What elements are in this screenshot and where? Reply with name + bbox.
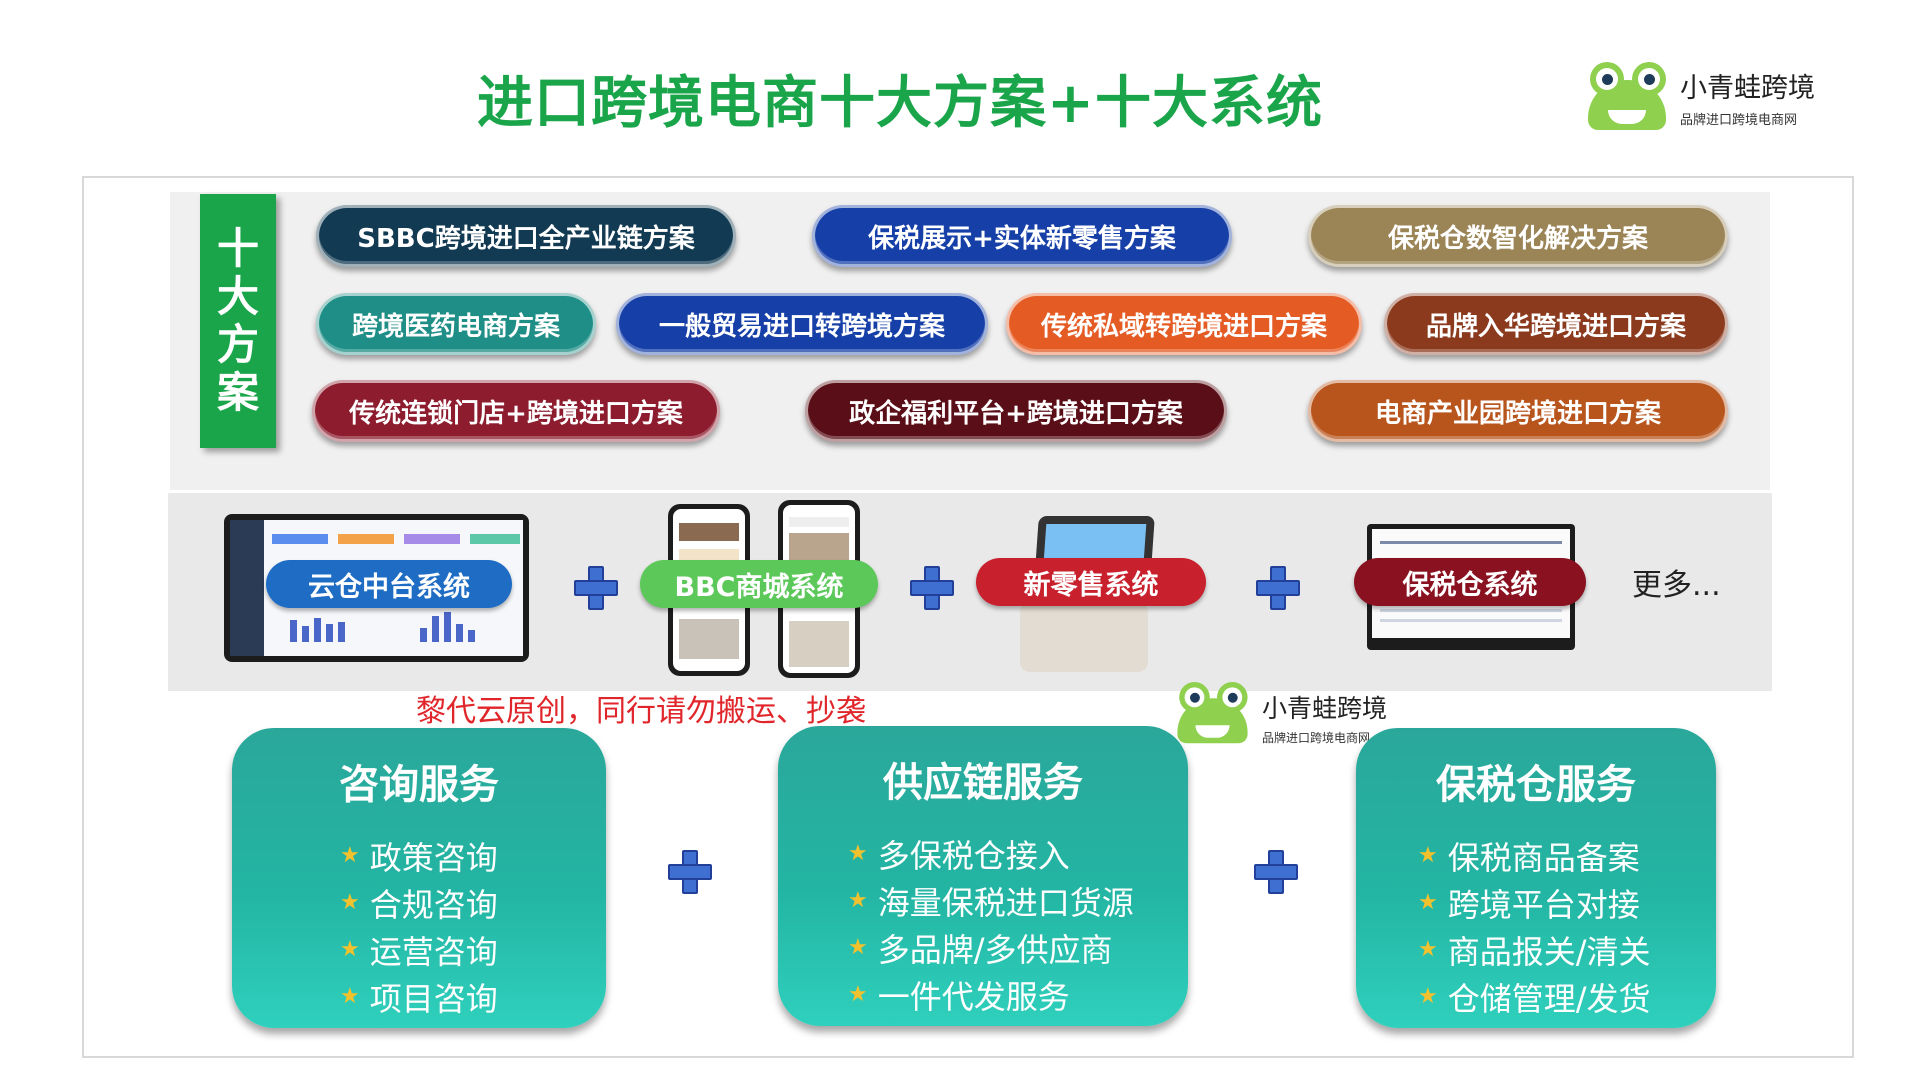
- plus-icon: [1256, 566, 1300, 610]
- service-item: ★保税商品备案: [1418, 838, 1640, 877]
- service-item: ★合规咨询: [340, 885, 498, 924]
- solution-pill[interactable]: 一般贸易进口转跨境方案: [616, 293, 988, 355]
- star-icon: ★: [848, 841, 868, 866]
- star-icon: ★: [340, 843, 360, 868]
- service-item: ★项目咨询: [340, 979, 498, 1018]
- plus-icon: [668, 850, 712, 894]
- logo-tagline: 品牌进口跨境电商网: [1262, 730, 1371, 745]
- logo-name: 小青蛙跨境: [1680, 73, 1815, 104]
- system-pill[interactable]: BBC商城系统: [640, 560, 878, 608]
- star-icon: ★: [1418, 984, 1438, 1009]
- plus-icon: [1254, 850, 1298, 894]
- page-title: 进口跨境电商十大方案+十大系统: [477, 71, 1323, 136]
- solution-pill[interactable]: 跨境医药电商方案: [316, 293, 596, 355]
- service-item: ★多品牌/多供应商: [848, 930, 1113, 969]
- solution-pill[interactable]: SBBC跨境进口全产业链方案: [316, 205, 736, 267]
- plus-icon: [574, 566, 618, 610]
- solution-pill[interactable]: 品牌入华跨境进口方案: [1384, 293, 1728, 355]
- service-item: ★政策咨询: [340, 838, 498, 877]
- service-item: ★运营咨询: [340, 932, 498, 971]
- logo-name: 小青蛙跨境: [1262, 693, 1388, 723]
- frog-logo-icon: [1172, 682, 1253, 745]
- copyright-notice: 黎代云原创，同行请勿搬运、抄袭: [416, 694, 866, 729]
- system-pill[interactable]: 保税仓系统: [1354, 558, 1586, 606]
- service-item: ★海量保税进口货源: [848, 883, 1134, 922]
- service-card-consulting: 咨询服务 ★政策咨询 ★合规咨询 ★运营咨询 ★项目咨询: [232, 728, 606, 1028]
- solution-pill[interactable]: 保税仓数智化解决方案: [1308, 205, 1728, 267]
- solution-pill[interactable]: 保税展示+实体新零售方案: [812, 205, 1232, 267]
- service-item: ★仓储管理/发货: [1418, 979, 1651, 1018]
- star-icon: ★: [1418, 890, 1438, 915]
- plus-icon: [910, 566, 954, 610]
- logo-tagline: 品牌进口跨境电商网: [1680, 113, 1798, 128]
- service-card-supply-chain: 供应链服务 ★多保税仓接入 ★海量保税进口货源 ★多品牌/多供应商 ★一件代发服…: [778, 726, 1188, 1026]
- service-card-bonded-warehouse: 保税仓服务 ★保税商品备案 ★跨境平台对接 ★商品报关/清关 ★仓储管理/发货: [1356, 728, 1716, 1028]
- star-icon: ★: [340, 890, 360, 915]
- solution-pill[interactable]: 传统私域转跨境进口方案: [1006, 293, 1362, 355]
- solutions-label: 十 大 方 案: [200, 194, 276, 448]
- star-icon: ★: [1418, 937, 1438, 962]
- service-item: ★多保税仓接入: [848, 836, 1070, 875]
- star-icon: ★: [848, 888, 868, 913]
- solution-pill[interactable]: 政企福利平台+跨境进口方案: [805, 380, 1227, 442]
- more-link[interactable]: 更多...: [1632, 568, 1721, 603]
- service-item: ★商品报关/清关: [1418, 932, 1651, 971]
- service-item: ★跨境平台对接: [1418, 885, 1640, 924]
- frog-logo-icon: [1582, 62, 1672, 132]
- star-icon: ★: [340, 937, 360, 962]
- service-item: ★一件代发服务: [848, 977, 1070, 1016]
- pos-terminal-image: [1006, 506, 1156, 676]
- system-pill[interactable]: 云仓中台系统: [266, 560, 512, 608]
- logo-watermark: 小青蛙跨境 品牌进口跨境电商网: [1172, 682, 1387, 752]
- service-title: 保税仓服务: [1436, 762, 1636, 808]
- service-title: 咨询服务: [339, 762, 499, 808]
- star-icon: ★: [1418, 843, 1438, 868]
- content-frame: [82, 176, 1854, 1058]
- solution-pill[interactable]: 电商产业园跨境进口方案: [1308, 380, 1728, 442]
- star-icon: ★: [340, 984, 360, 1009]
- star-icon: ★: [848, 982, 868, 1007]
- solution-pill[interactable]: 传统连锁门店+跨境进口方案: [312, 380, 720, 442]
- logo-top: 小青蛙跨境 品牌进口跨境电商网: [1582, 62, 1815, 132]
- service-title: 供应链服务: [883, 760, 1083, 806]
- star-icon: ★: [848, 935, 868, 960]
- system-pill[interactable]: 新零售系统: [976, 558, 1206, 606]
